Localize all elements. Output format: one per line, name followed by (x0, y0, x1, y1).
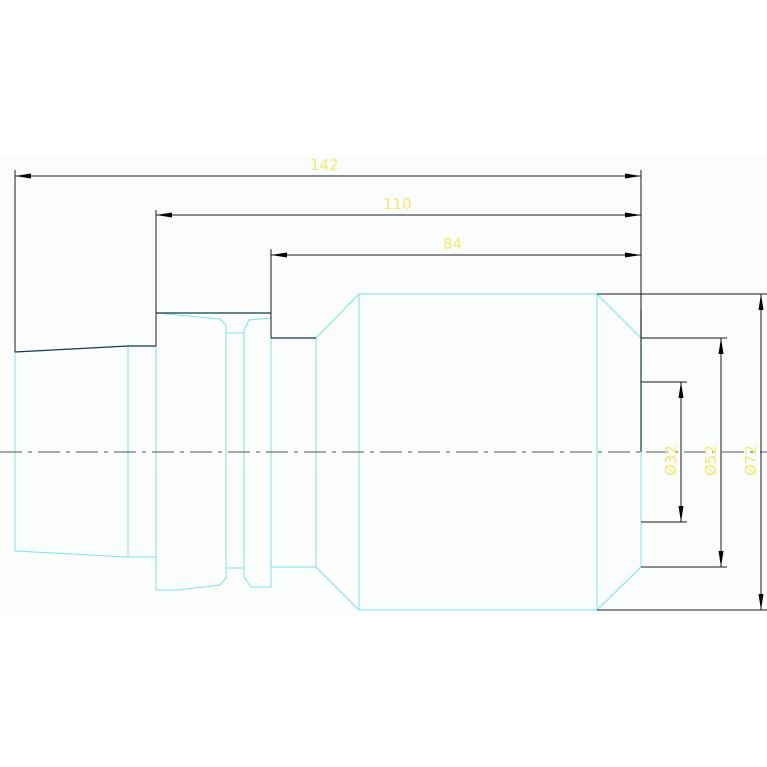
dim-text-d72: Ø72 (742, 445, 760, 476)
diameter-arrows (678, 294, 764, 610)
first-collar-outline (155, 312, 227, 591)
dim-text-d52: Ø52 (702, 445, 720, 476)
diameter-dimensions (597, 293, 767, 611)
second-collar-outline (243, 317, 272, 588)
dim-text-142: 142 (310, 156, 339, 174)
drawing-panel (0, 157, 767, 610)
dim-text-84: 84 (443, 235, 462, 253)
horizontal-dimensions (14, 170, 642, 352)
horizontal-arrows (15, 173, 641, 258)
dim-text-d32: Ø32 (662, 445, 680, 476)
dim-text-110: 110 (383, 195, 412, 213)
left-chamfer (315, 293, 360, 611)
